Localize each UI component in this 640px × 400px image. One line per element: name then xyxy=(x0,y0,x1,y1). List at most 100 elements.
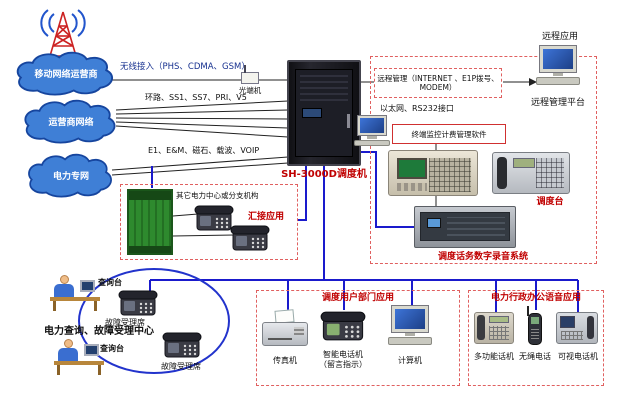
fax-label: 传真机 xyxy=(273,356,297,365)
department-computer-icon xyxy=(388,306,432,345)
person-body xyxy=(54,284,74,297)
console-key-row xyxy=(397,183,427,191)
fax-slot xyxy=(268,338,292,340)
wireless-access-label: 无线接入（PHS、CDMA、GSM） xyxy=(120,62,250,72)
handset xyxy=(477,315,485,340)
keyboard xyxy=(536,77,580,85)
console-display xyxy=(513,158,535,168)
multifunction-phone-label: 多功能话机 xyxy=(474,352,514,361)
tandem-app-label: 汇接应用 xyxy=(248,212,285,222)
rack-front-panel xyxy=(420,212,510,241)
mobile-network-cloud xyxy=(16,51,114,96)
fax-buttons xyxy=(294,327,304,335)
remote-platform-computer-icon xyxy=(536,46,580,85)
antenna xyxy=(527,306,529,316)
phone-display xyxy=(489,316,509,323)
branch-org-label: 其它电力中心或分支机构 xyxy=(176,191,259,200)
power-trunks-label: E1、E&M、磁石、载波、VOIP xyxy=(148,146,260,155)
mobile-network-label: 移动网络运营商 xyxy=(34,69,98,80)
desk-monitor xyxy=(84,344,99,356)
phone-keys xyxy=(531,327,539,339)
branch-pbx-icon xyxy=(127,189,173,255)
cordless-phone-icon xyxy=(524,306,546,346)
phone-keys xyxy=(489,326,509,340)
desk-monitor xyxy=(80,280,95,292)
telephone-icon xyxy=(230,225,270,251)
fault-seat-label: 故障受理席 xyxy=(161,362,201,371)
fault-phone-icon xyxy=(162,332,202,358)
query-desk-label: 查询台 xyxy=(100,344,124,353)
phone-display xyxy=(531,317,539,324)
pbx-top-panel xyxy=(129,191,171,200)
carrier-network-label: 运营商网络 xyxy=(48,117,94,128)
person-body xyxy=(58,348,78,361)
fault-seat-label: 故障受理席 xyxy=(105,318,145,327)
department-group-box xyxy=(256,290,460,386)
remote-management-label: 远程管理（INTERNET 、E1P拨号、MODEM） xyxy=(377,74,499,92)
video-phone-label: 可视电话机 xyxy=(558,352,598,361)
dispatch-phone-console-icon xyxy=(492,152,570,194)
handset xyxy=(587,316,594,339)
rack-screen xyxy=(427,218,441,228)
monitor-screen xyxy=(358,116,386,135)
dispatch-switch-cabinet xyxy=(287,60,361,166)
telephone-icon xyxy=(194,205,234,231)
recording-system-label: 调度话务数字录音系统 xyxy=(437,252,528,262)
smart-phone-label: 智能电话机 xyxy=(323,350,363,359)
office-group-box xyxy=(468,290,604,386)
rack-slots xyxy=(447,217,505,236)
console-screen xyxy=(397,158,427,179)
dispatch-console-label: 调度台 xyxy=(536,197,564,207)
department-title: 调度用户部门应用 xyxy=(321,293,394,303)
video-screen xyxy=(560,316,575,328)
smart-phone-icon xyxy=(320,311,366,341)
person-head xyxy=(64,339,73,348)
remote-platform-label: 远程管理平台 xyxy=(530,98,585,108)
remote-and-dispatch-group-box xyxy=(370,56,597,264)
query-desk-label: 查询台 xyxy=(98,278,122,287)
terminal-computer-icon xyxy=(354,116,390,146)
recording-system-icon xyxy=(414,206,516,248)
multifunction-phone-icon xyxy=(474,312,514,344)
keyboard xyxy=(388,337,432,345)
operator-desk-icon xyxy=(54,338,104,376)
ethernet-label: 以太网、RS232接口 xyxy=(380,104,454,113)
pbx-bottom-panel xyxy=(129,246,171,253)
desk xyxy=(50,297,100,301)
desk xyxy=(54,361,104,365)
operator-desk-icon xyxy=(50,274,100,312)
monitor-screen xyxy=(540,46,576,72)
cabinet-display xyxy=(302,108,322,118)
wireless-device-label: 光端机 xyxy=(238,86,262,95)
terminal-software-box: 终端监控计费管理软件 xyxy=(392,124,506,144)
carrier-network-cloud xyxy=(24,99,116,144)
remote-management-box: 远程管理（INTERNET 、E1P拨号、MODEM） xyxy=(374,68,502,98)
cabinet-vents xyxy=(300,75,348,101)
cabinet-handle xyxy=(347,114,350,128)
dispatch-console-icon xyxy=(388,150,478,196)
tandem-group-box xyxy=(120,184,298,260)
person-head xyxy=(60,275,69,284)
carrier-trunks-label: 环路、SS1、SS7、PRI、V5 xyxy=(145,93,247,102)
fax-machine-icon xyxy=(262,309,308,350)
console-keys xyxy=(536,158,564,188)
fault-phone-icon xyxy=(118,290,158,316)
antenna-stub xyxy=(244,65,246,73)
terminal-software-label: 终端监控计费管理软件 xyxy=(411,129,487,139)
video-phone-icon xyxy=(556,312,598,344)
remote-app-label: 远程应用 xyxy=(541,32,578,42)
callcenter-ellipse xyxy=(78,268,230,374)
handset xyxy=(497,157,507,189)
console-keys xyxy=(429,158,471,192)
power-network-cloud xyxy=(28,153,112,198)
cabinet-door xyxy=(295,69,353,157)
office-title: 电力行政办公语音应用 xyxy=(490,293,581,303)
computer-label: 计算机 xyxy=(398,356,422,365)
keyboard xyxy=(354,140,390,146)
wireless-terminal-icon xyxy=(241,65,259,84)
cordless-phone-label: 无绳电话 xyxy=(519,352,551,361)
switch-model-label: SH-3000D调度机 xyxy=(281,169,367,180)
power-private-network-label: 电力专网 xyxy=(52,171,89,182)
phone-keys xyxy=(561,331,583,340)
